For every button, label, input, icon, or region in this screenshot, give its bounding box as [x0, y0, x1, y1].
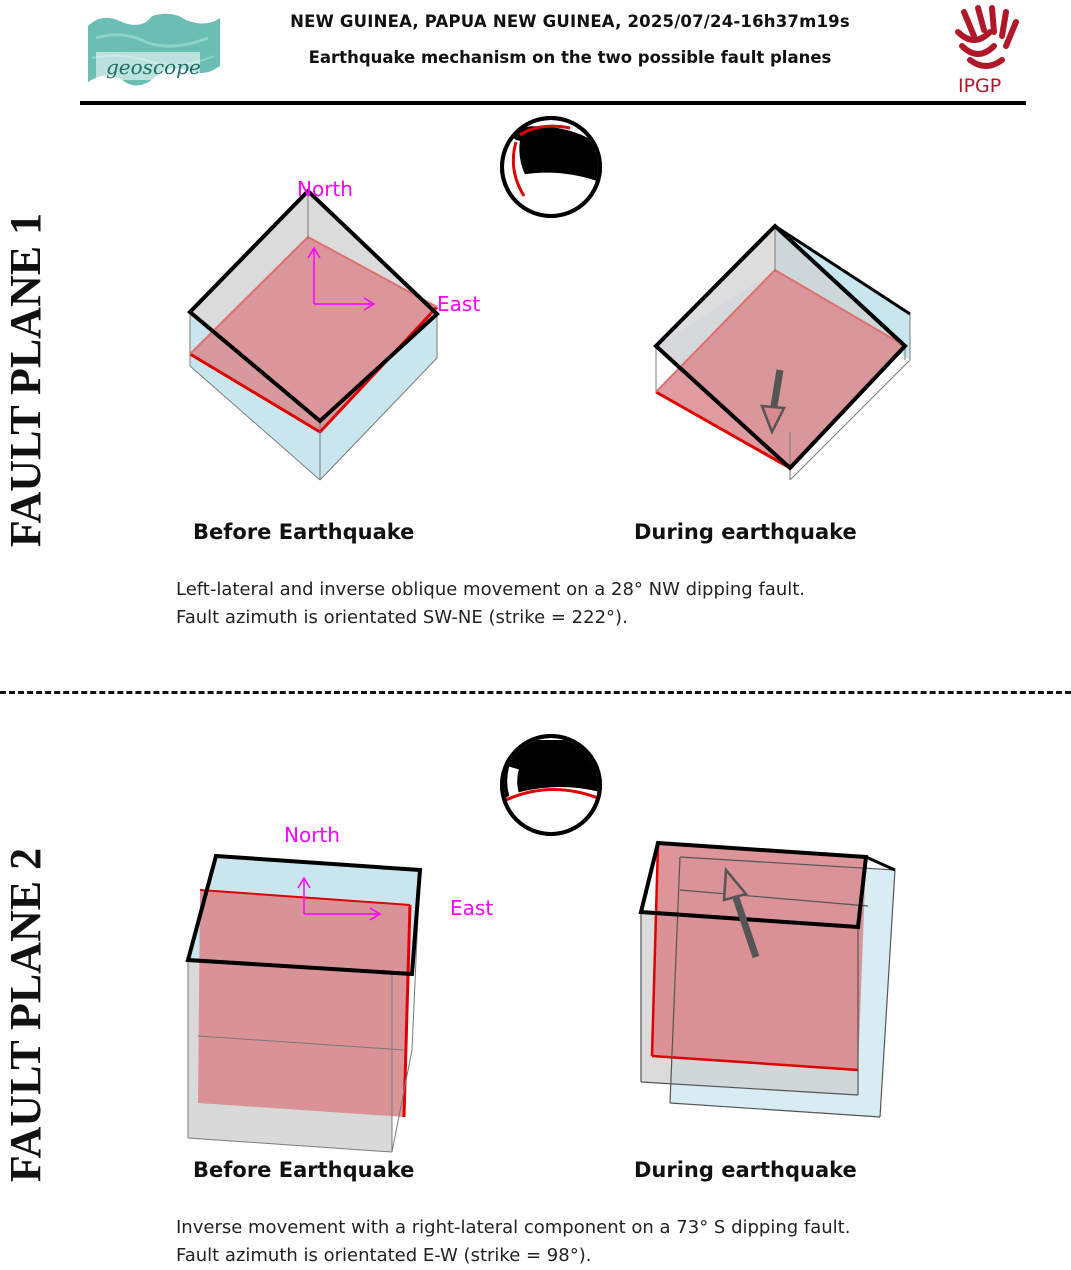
- caption-during-plane1: During earthquake: [634, 520, 857, 544]
- description-line2-plane2: Fault azimuth is orientated E-W (strike …: [176, 1245, 592, 1266]
- ipgp-logo: IPGP: [948, 2, 1026, 98]
- east-label-plane1: East: [437, 292, 480, 316]
- block-before-plane2: [185, 853, 423, 1153]
- caption-before-plane1: Before Earthquake: [193, 520, 415, 544]
- page-title: NEW GUINEA, PAPUA NEW GUINEA, 2025/07/24…: [290, 12, 850, 31]
- page-subtitle: Earthquake mechanism on the two possible…: [308, 48, 832, 67]
- geoscope-logo: geoscope: [82, 8, 224, 96]
- north-label-plane1: North: [297, 177, 353, 201]
- description-line1-plane1: Left-lateral and inverse oblique movemen…: [176, 579, 806, 600]
- caption-before-plane2: Before Earthquake: [193, 1158, 415, 1182]
- caption-during-plane2: During earthquake: [634, 1158, 857, 1182]
- description-plane2: Inverse movement with a right-lateral co…: [176, 1214, 1056, 1270]
- beachball-icon: [500, 734, 602, 836]
- beachball-icon: [500, 116, 602, 218]
- block-before-plane1: [187, 188, 440, 481]
- ipgp-logo-icon: IPGP: [955, 5, 1019, 97]
- description-plane1: Left-lateral and inverse oblique movemen…: [176, 576, 1036, 632]
- ipgp-logo-text: IPGP: [958, 75, 1001, 97]
- section-divider: [0, 691, 1071, 694]
- description-line2-plane1: Fault azimuth is orientated SW-NE (strik…: [176, 607, 628, 628]
- slip-arrow-icon: [722, 866, 760, 959]
- axis-arrows: [307, 246, 376, 311]
- header-rule: [80, 101, 1026, 105]
- axis-arrows: [297, 876, 382, 921]
- geoscope-logo-text: geoscope: [106, 55, 201, 79]
- geoscope-logo-icon: geoscope: [88, 13, 220, 86]
- block-during-plane2: [638, 840, 896, 1118]
- description-line1-plane2: Inverse movement with a right-lateral co…: [176, 1217, 851, 1238]
- north-label-plane2: North: [284, 823, 340, 847]
- slip-arrow-icon: [760, 369, 786, 436]
- east-label-plane2: East: [450, 896, 493, 920]
- block-during-plane1: [653, 223, 911, 481]
